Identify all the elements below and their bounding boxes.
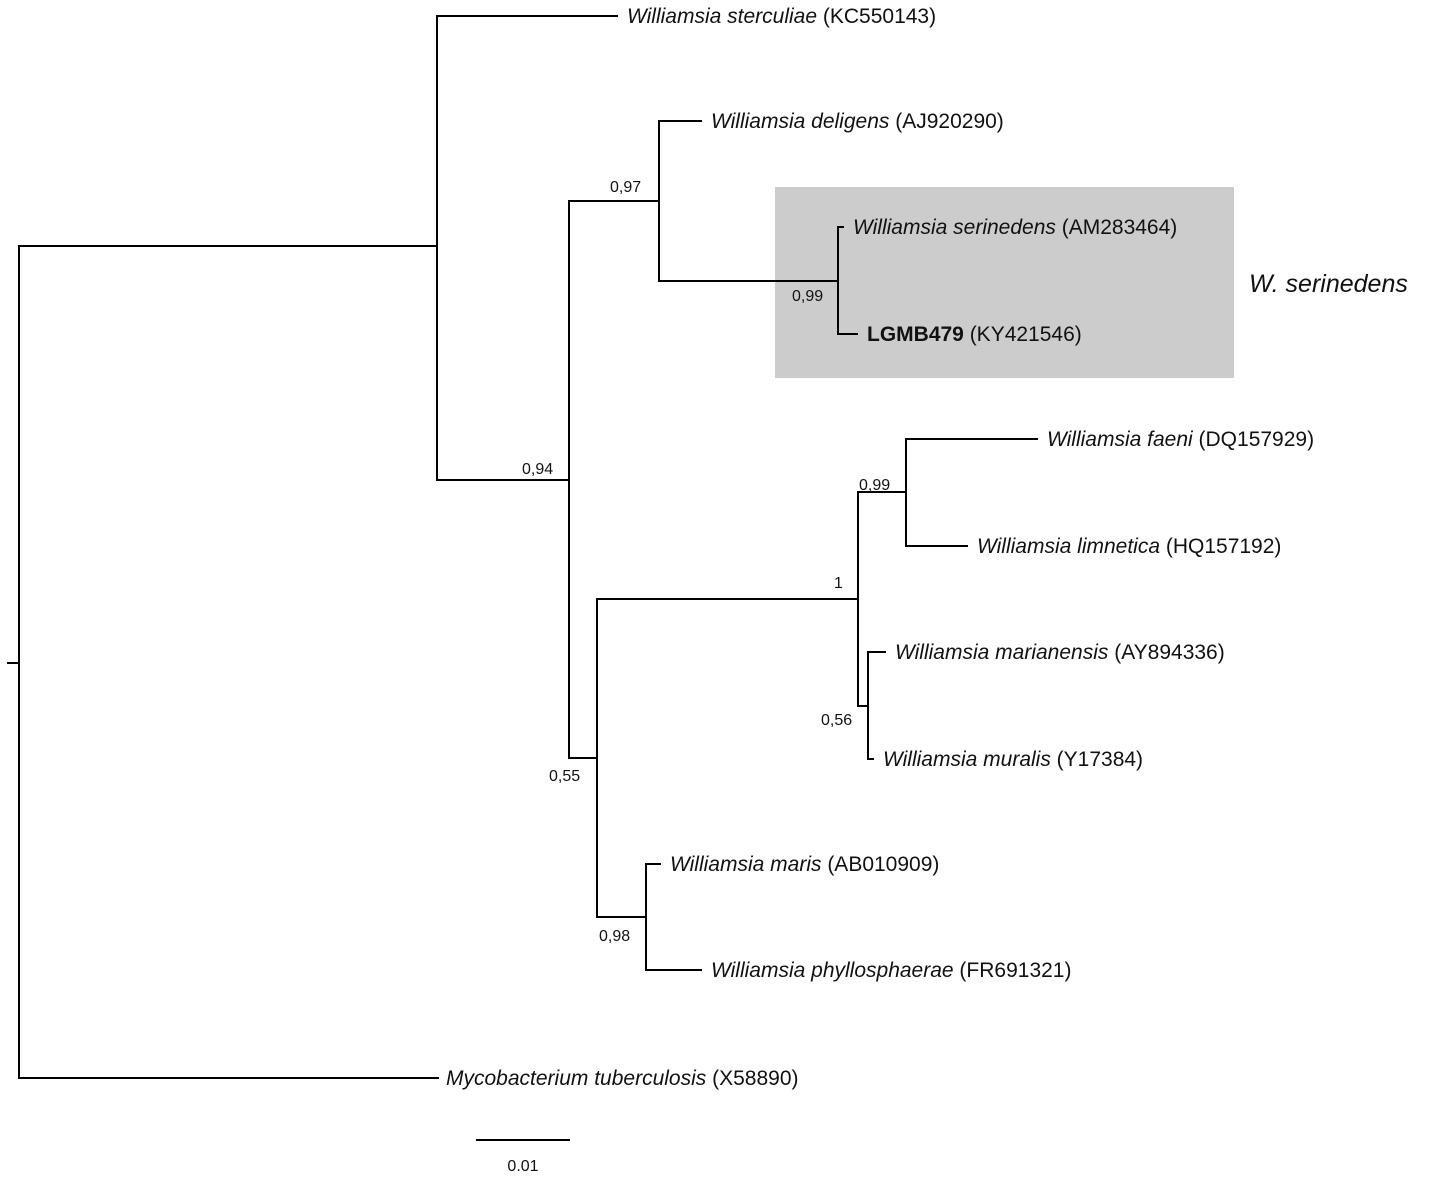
tip-label-maris: Williamsia maris (AB010909)	[670, 853, 939, 876]
support-maris-phyllosphaerae: 0,98	[599, 928, 630, 945]
tip-label-faeni: Williamsia faeni (DQ157929)	[1047, 428, 1314, 451]
clade-label-serinedens: W. serinedens	[1249, 270, 1408, 298]
tip-label-phyllosphaerae: Williamsia phyllosphaerae (FR691321)	[711, 959, 1071, 982]
support-ingroup-main: 0,94	[522, 461, 553, 478]
support-lower-group: 0,55	[549, 768, 580, 785]
tip-label-marianensis: Williamsia marianensis (AY894336)	[895, 641, 1225, 664]
tip-label-deligens: Williamsia deligens (AJ920290)	[711, 110, 1004, 133]
tip-label-serinedens: Williamsia serinedens (AM283464)	[853, 216, 1177, 239]
support-faeni-limnetica: 0,99	[859, 477, 890, 494]
tip-label-sterculiae: Williamsia sterculiae (KC550143)	[627, 5, 936, 28]
tip-label-limnetica: Williamsia limnetica (HQ157192)	[977, 535, 1281, 558]
tip-label-tuberculosis: Mycobacterium tuberculosis (X58890)	[446, 1067, 799, 1090]
tip-label-lgmb479: LGMB479 (KY421546)	[867, 323, 1082, 346]
support-serinedens-lgmb479: 0,99	[792, 288, 823, 305]
support-faeni-muralis: 1	[834, 575, 843, 592]
support-deligens-serinedens: 0,97	[610, 179, 641, 196]
support-marianensis-muralis: 0,56	[821, 712, 852, 729]
tip-label-muralis: Williamsia muralis (Y17384)	[883, 748, 1143, 771]
highlight-box	[775, 187, 1234, 378]
scale-bar-label: 0.01	[507, 1158, 538, 1175]
